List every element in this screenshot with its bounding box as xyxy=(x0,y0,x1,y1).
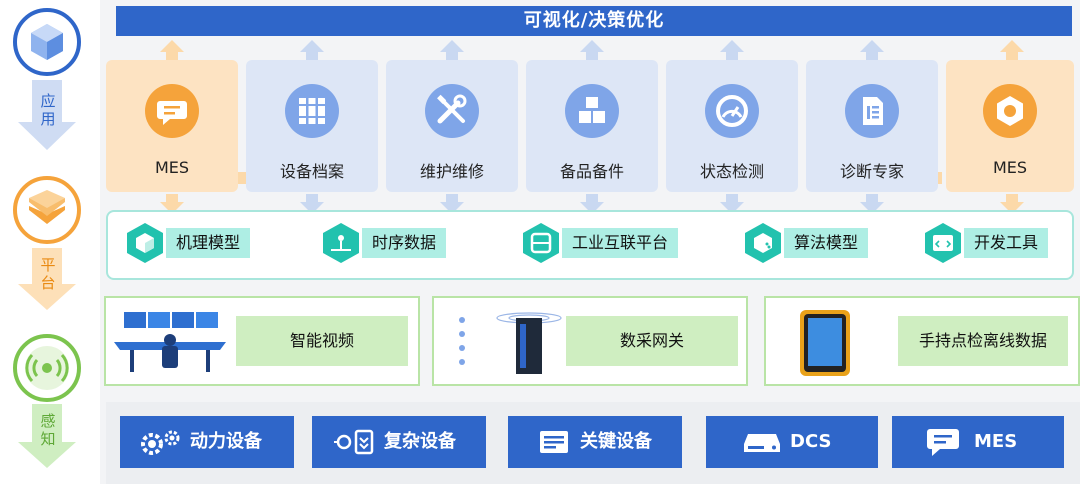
layer-sense-badge xyxy=(13,334,81,402)
device-complex[interactable]: 复杂设备 xyxy=(312,416,486,468)
platform-item-algorithm-model[interactable]: 算法模型 xyxy=(742,222,886,264)
device-key[interactable]: 关键设备 xyxy=(508,416,682,468)
layers-icon xyxy=(29,190,65,224)
platform-row xyxy=(106,210,1074,280)
layer-sense-char-1: 感 xyxy=(40,412,56,430)
device-label: DCS xyxy=(790,431,832,452)
arrow-up-icon xyxy=(720,40,744,60)
arrow-up-icon xyxy=(580,40,604,60)
platform-item-time-series[interactable]: 时序数据 xyxy=(320,222,460,264)
app-card-label: 状态检测 xyxy=(699,162,764,181)
device-label: 复杂设备 xyxy=(384,431,456,452)
sense-box-handheld[interactable]: 手持点检离线数据 xyxy=(764,296,1080,386)
layer-platform-label: 平 台 xyxy=(0,256,96,292)
app-card-spare-parts[interactable]: 备品备件 xyxy=(526,60,658,192)
app-card-equipment-archive[interactable]: 设备档案 xyxy=(246,60,378,192)
arrow-down-icon xyxy=(18,248,76,310)
gateway-device-image xyxy=(459,312,562,374)
layer-platform-char-2: 台 xyxy=(40,274,56,292)
arrow-up-icon xyxy=(1000,40,1024,60)
layer-app-char-2: 用 xyxy=(40,110,56,128)
arrow-up-icon xyxy=(440,40,464,60)
arrow-down-icon xyxy=(18,80,76,150)
arrow-down-icon xyxy=(580,194,604,214)
platform-item-dev-tools[interactable]: 开发工具 xyxy=(922,222,1066,264)
server-icon xyxy=(523,223,559,263)
hex-nut-icon xyxy=(983,84,1037,138)
app-card-label: MES xyxy=(992,158,1028,177)
terminal-icon xyxy=(540,431,568,453)
platform-item-label: 时序数据 xyxy=(362,228,447,258)
tools-icon xyxy=(425,84,479,138)
code-window-icon xyxy=(925,223,961,263)
binders-icon xyxy=(285,84,339,138)
arrow-down-icon xyxy=(1000,194,1024,214)
sense-item-label: 手持点检离线数据 xyxy=(898,316,1068,366)
gears-icon xyxy=(141,430,180,455)
device-mes[interactable]: MES xyxy=(892,416,1064,468)
platform-item-mechanism-model[interactable]: 机理模型 xyxy=(124,222,264,264)
control-room-image xyxy=(114,312,226,372)
chat-icon xyxy=(145,84,199,138)
platform-item-industrial-internet[interactable]: 工业互联平台 xyxy=(520,222,690,264)
chat-icon xyxy=(927,429,959,456)
platform-item-label: 算法模型 xyxy=(784,228,869,258)
device-label: 关键设备 xyxy=(580,431,652,452)
arrow-down-icon xyxy=(860,194,884,214)
arrow-down-icon xyxy=(440,194,464,214)
app-card-label: MES xyxy=(154,158,190,177)
device-dcs[interactable]: DCS xyxy=(706,416,878,468)
sense-box-video[interactable]: 智能视频 xyxy=(104,296,420,386)
app-card-label: 诊断专家 xyxy=(839,162,904,181)
sense-box-gateway[interactable]: 数采网关 xyxy=(432,296,748,386)
device-label: MES xyxy=(974,431,1018,452)
arrow-up-icon xyxy=(860,40,884,60)
layer-app-char-1: 应 xyxy=(40,92,56,110)
app-card-diagnosis-expert[interactable]: 诊断专家 xyxy=(806,60,938,192)
app-card-label: 备品备件 xyxy=(559,162,624,181)
app-card-status-monitor[interactable]: 状态检测 xyxy=(666,60,798,192)
app-card-label: 设备档案 xyxy=(279,162,344,181)
arrow-up-icon xyxy=(300,40,324,60)
arrow-down-icon xyxy=(720,194,744,214)
chart-icon xyxy=(323,223,359,263)
platform-item-label: 工业互联平台 xyxy=(562,228,679,258)
document-icon xyxy=(845,84,899,138)
top-banner: 可视化/决策优化 xyxy=(116,6,1072,36)
sense-item-label: 智能视频 xyxy=(236,316,408,366)
layer-rail: 应 用 平 台 感 知 xyxy=(0,0,96,484)
layer-app-label: 应 用 xyxy=(0,92,96,128)
layer-platform-badge xyxy=(13,176,81,244)
valve-icon xyxy=(334,429,374,455)
app-card-mes-right[interactable]: MES xyxy=(946,60,1074,192)
arrow-down-icon xyxy=(18,404,76,468)
layer-sense-label: 感 知 xyxy=(0,412,96,448)
layer-platform-char-1: 平 xyxy=(40,256,56,274)
arrow-up-icon xyxy=(160,40,184,60)
cube-icon xyxy=(127,223,163,263)
signal-icon xyxy=(25,346,69,390)
sense-item-label: 数采网关 xyxy=(566,316,738,366)
app-card-label: 维护维修 xyxy=(419,162,484,181)
arrow-down-icon xyxy=(160,194,184,214)
device-power[interactable]: 动力设备 xyxy=(120,416,294,468)
cube-dots-icon xyxy=(745,223,781,263)
cube-icon xyxy=(31,24,63,60)
handheld-device-image xyxy=(800,310,850,376)
arrow-down-icon xyxy=(300,194,324,214)
layer-sense-char-2: 知 xyxy=(40,430,56,448)
layer-app-badge xyxy=(13,8,81,76)
platform-item-label: 机理模型 xyxy=(166,228,251,258)
app-card-mes-left[interactable]: MES xyxy=(106,60,238,192)
platform-item-label: 开发工具 xyxy=(964,228,1049,258)
app-card-maintenance[interactable]: 维护维修 xyxy=(386,60,518,192)
drive-icon xyxy=(744,434,780,452)
gauge-icon xyxy=(705,84,759,138)
boxes-icon xyxy=(565,84,619,138)
device-label: 动力设备 xyxy=(190,431,262,452)
